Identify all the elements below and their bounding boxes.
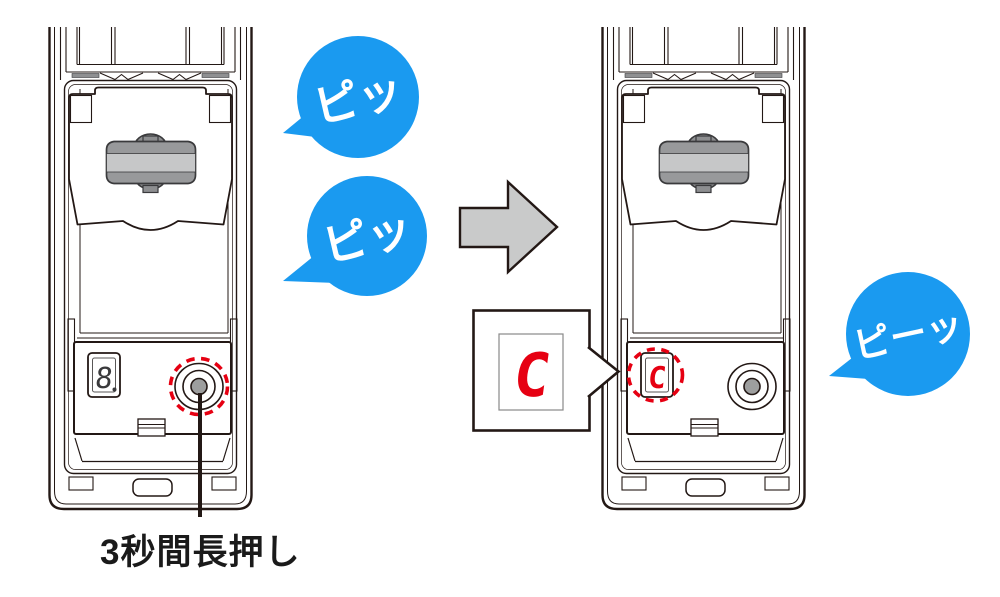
segment-display: C: [640, 352, 674, 398]
segment-display: 8: [87, 352, 121, 398]
set-button[interactable]: [174, 362, 224, 411]
bubble-body: [297, 36, 419, 158]
lock-unit-before: 8: [48, 27, 253, 511]
callout-display-frame: [498, 333, 564, 411]
display-magnifier-callout: C: [472, 309, 621, 432]
set-button[interactable]: [727, 362, 777, 411]
transition-arrow-icon: [458, 179, 559, 275]
sound-bubble-beep1: ピッ: [283, 36, 419, 158]
top-trim: [624, 72, 783, 81]
display-value-after: C: [646, 361, 668, 396]
display-value-before: 8: [94, 361, 115, 395]
lock-unit-after: C: [601, 27, 806, 511]
latch-clip: [690, 418, 719, 437]
thumbturn[interactable]: [658, 133, 750, 194]
button-pointer-line: [198, 393, 202, 517]
display-decimal-dot: [112, 387, 117, 392]
top-trim: [71, 72, 230, 81]
casing: [48, 27, 253, 511]
top-housing: [59, 27, 242, 80]
latch-clip: [137, 418, 166, 437]
highlight-circle-display: [626, 347, 685, 403]
sound-bubble-beep-long: ピーッ: [829, 272, 970, 396]
highlight-circle-button: [168, 356, 230, 417]
top-housing: [612, 27, 795, 80]
recessed-frame: [63, 79, 238, 475]
thumbturn[interactable]: [105, 133, 197, 194]
sound-bubble-beep2: ピッ: [283, 176, 427, 296]
caption-press-and-hold: 3秒間長押し: [100, 533, 301, 572]
callout-pointer: [587, 345, 621, 398]
casing: [601, 27, 806, 511]
bubble-body: [846, 272, 970, 396]
bubble-body: [307, 176, 427, 296]
